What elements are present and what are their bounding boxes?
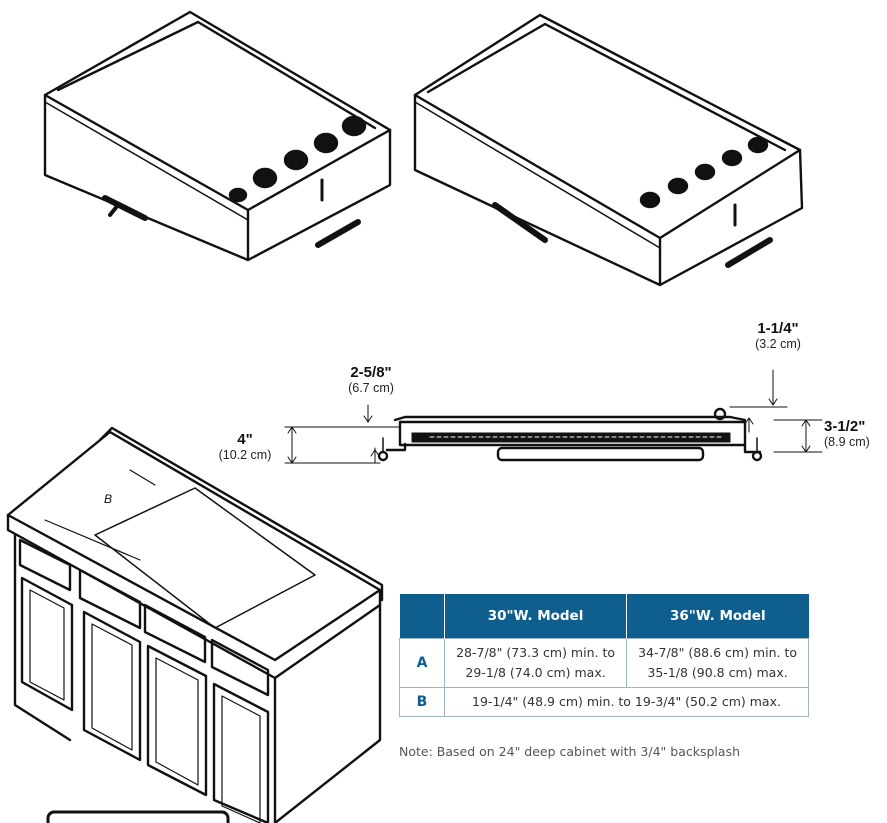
rangetop-side-profile <box>377 407 763 462</box>
table-header-blank <box>399 594 445 639</box>
cutout-depth-letter: B <box>104 492 112 506</box>
dim-body-height-sub: (8.9 cm) <box>824 435 870 450</box>
dimension-lines <box>284 369 823 464</box>
table-row: B 19-1/4" (48.9 cm) min. to 19-3/4" (50.… <box>399 687 809 717</box>
dim-overall-height-sub: (10.2 cm) <box>218 448 272 463</box>
cabinet-cutout-illustration <box>6 426 384 823</box>
table-header-36w: 36"W. Model <box>626 594 809 639</box>
table-cell: 28-7/8" (73.3 cm) min. to 29-1/8 (74.0 c… <box>443 638 628 688</box>
table-header-row: 30"W. Model 36"W. Model <box>399 594 809 639</box>
table-cell: 34-7/8" (88.6 cm) min. to 35-1/8 (90.8 c… <box>626 638 809 688</box>
dim-flange-height-main: 2-5/8" <box>350 364 392 381</box>
cutout-spec-table: 30"W. Model 36"W. Model A 28-7/8" (73.3 … <box>399 594 809 717</box>
table-row-key: B <box>399 687 445 717</box>
dim-body-height: 3-1/2" (8.9 cm) <box>824 418 887 450</box>
dim-top-height: 1-1/4" (3.2 cm) <box>743 320 813 352</box>
rangetop-30-illustration <box>43 10 392 262</box>
dim-overall-height: 4" (10.2 cm) <box>214 431 276 463</box>
rangetop-36-illustration <box>413 13 804 287</box>
table-row-key: A <box>399 638 445 688</box>
dim-flange-height: 2-5/8" (6.7 cm) <box>340 364 402 396</box>
table-row: A 28-7/8" (73.3 cm) min. to 29-1/8 (74.0… <box>399 638 809 688</box>
table-note: Note: Based on 24" deep cabinet with 3/4… <box>399 744 740 759</box>
dim-overall-height-main: 4" <box>237 431 253 448</box>
dim-body-height-main: 3-1/2" <box>824 418 866 435</box>
dim-flange-height-sub: (6.7 cm) <box>348 381 394 396</box>
dim-top-height-main: 1-1/4" <box>757 320 799 337</box>
dim-top-height-sub: (3.2 cm) <box>755 337 801 352</box>
table-cell: 19-1/4" (48.9 cm) min. to 19-3/4" (50.2 … <box>444 687 809 717</box>
table-header-30w: 30"W. Model <box>444 594 628 639</box>
